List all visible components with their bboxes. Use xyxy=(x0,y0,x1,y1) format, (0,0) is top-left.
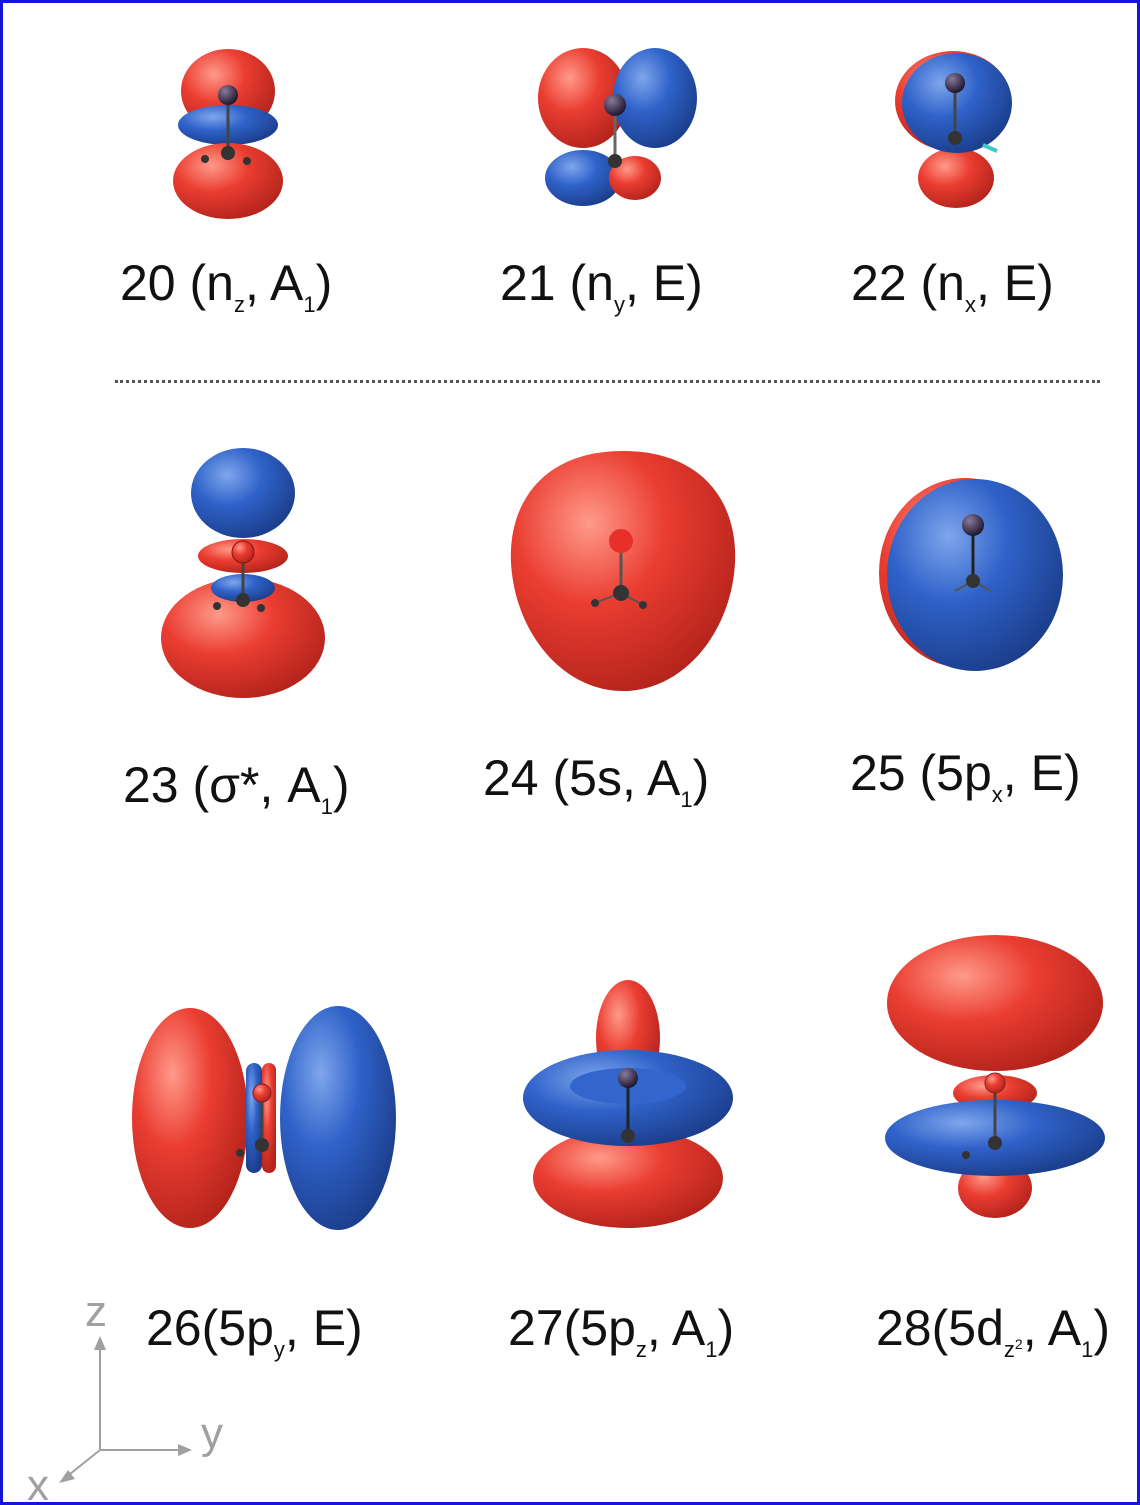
orbital-27-isosurface xyxy=(523,980,733,1228)
orbital-27-label: 27(5pz, A1) xyxy=(508,1300,735,1362)
orbital-20-label: 20 (nz, A1) xyxy=(120,255,333,317)
orbital-22-label: 22 (nx, E) xyxy=(851,255,1054,317)
orbital-23-label: 23 (σ*, A1) xyxy=(123,757,350,819)
orbital-28-label: 28(5dz2, A1) xyxy=(876,1300,1110,1362)
orbital-24-isosurface xyxy=(510,451,736,691)
orbital-20-isosurface xyxy=(173,49,283,219)
orbital-23-isosurface xyxy=(161,448,325,698)
z-axis-label: z xyxy=(85,1287,107,1336)
coordinate-axes: z y x xyxy=(27,1287,223,1505)
row-separator xyxy=(115,380,1100,383)
orbital-26-label: 26(5py, E) xyxy=(146,1300,363,1362)
orbital-21-isosurface xyxy=(538,48,697,206)
orbital-22-isosurface xyxy=(895,51,1012,208)
y-axis-label: y xyxy=(201,1409,223,1458)
orbital-25-label: 25 (5px, E) xyxy=(850,745,1081,807)
orbital-24-label: 24 (5s, A1) xyxy=(483,750,710,812)
orbital-26-isosurface xyxy=(132,1006,396,1230)
orbital-28-isosurface xyxy=(885,935,1105,1218)
x-axis-label: x xyxy=(27,1461,49,1505)
orbital-25-isosurface xyxy=(879,478,1063,671)
orbital-21-label: 21 (ny, E) xyxy=(500,255,703,317)
